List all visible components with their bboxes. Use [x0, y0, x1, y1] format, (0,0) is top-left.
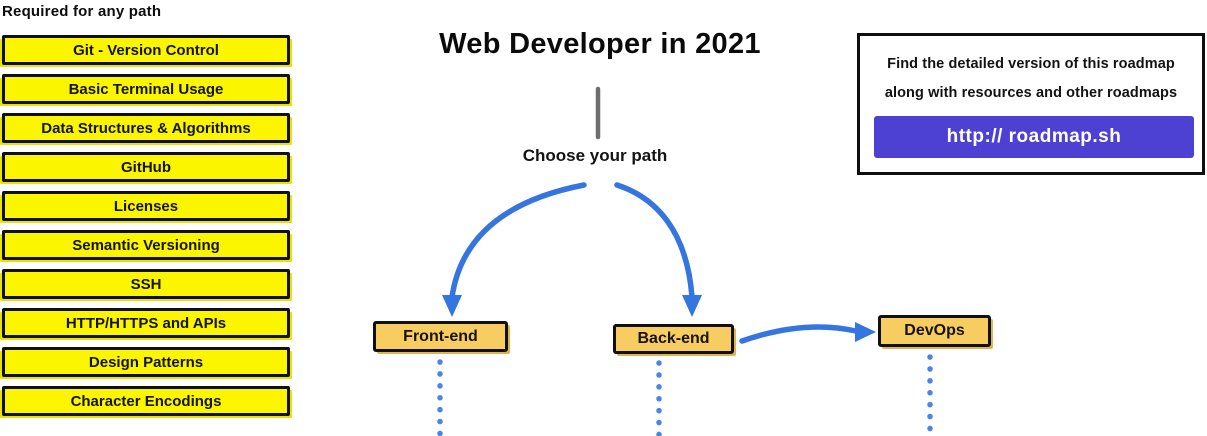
back-end-arrow: [614, 182, 695, 300]
topic-box-licenses[interactable]: Licenses: [2, 191, 290, 221]
roadmap-url-button[interactable]: http:// roadmap.sh: [874, 116, 1194, 158]
page-title: Web Developer in 2021: [439, 28, 761, 60]
topic-box-terminal[interactable]: Basic Terminal Usage: [2, 74, 290, 104]
devops-arrowhead: [855, 322, 876, 342]
choose-path-label: Choose your path: [522, 146, 668, 165]
topic-box-data-structures[interactable]: Data Structures & Algorithms: [2, 113, 290, 143]
topic-box-git[interactable]: Git - Version Control: [2, 35, 290, 65]
topic-box-design-patterns[interactable]: Design Patterns: [2, 347, 290, 377]
topic-box-http-apis[interactable]: HTTP/HTTPS and APIs: [2, 308, 290, 338]
topic-box-character-encodings[interactable]: Character Encodings: [2, 386, 290, 416]
back-end-arrowhead: [682, 295, 702, 317]
node-devops[interactable]: DevOps: [878, 315, 991, 347]
roadmap-info-box: Find the detailed version of this roadma…: [857, 33, 1205, 175]
front-end-arrow: [449, 182, 587, 300]
devops-arrow: [739, 324, 859, 344]
topic-box-ssh[interactable]: SSH: [2, 269, 290, 299]
topic-box-github[interactable]: GitHub: [2, 152, 290, 182]
node-back-end[interactable]: Back-end: [613, 324, 734, 354]
required-topics-list: Git - Version Control Basic Terminal Usa…: [2, 35, 290, 416]
info-text-line1: Find the detailed version of this roadma…: [887, 56, 1175, 72]
topic-box-semantic-versioning[interactable]: Semantic Versioning: [2, 230, 290, 260]
required-section-heading: Required for any path: [2, 3, 162, 20]
node-front-end[interactable]: Front-end: [373, 321, 508, 352]
front-end-arrowhead: [442, 295, 462, 317]
info-text-line2: along with resources and other roadmaps: [884, 85, 1178, 101]
